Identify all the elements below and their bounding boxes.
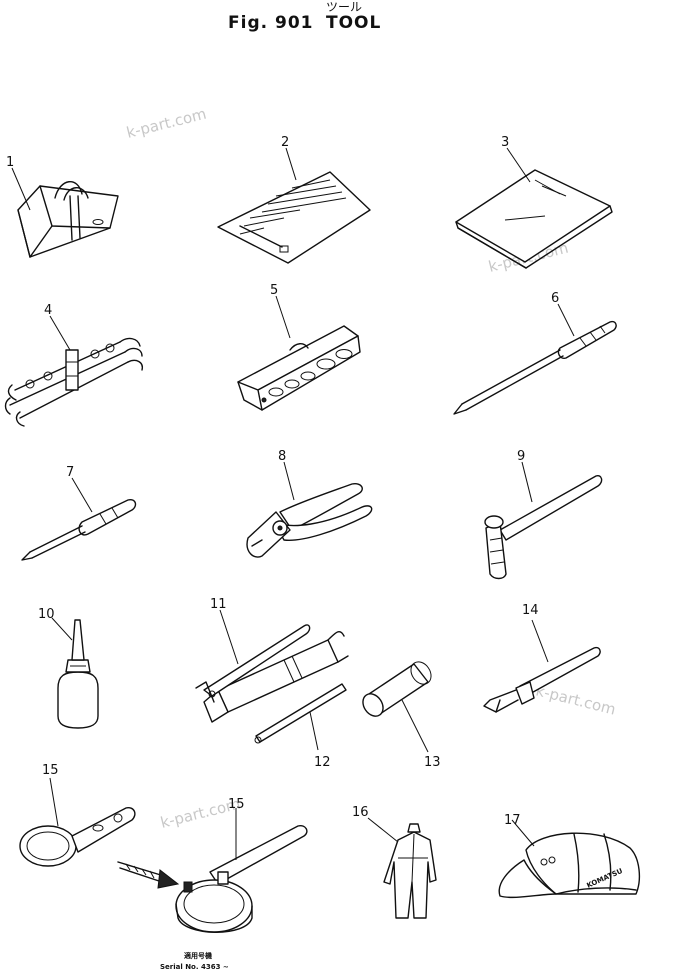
filter-wrench-icon — [19, 806, 136, 867]
leader-6 — [557, 303, 575, 337]
part-number-17: 17 — [504, 813, 521, 828]
part-number-9: 9 — [517, 449, 525, 464]
leader-11 — [219, 609, 239, 665]
leader-17 — [511, 819, 535, 847]
watermark-3: k-part.com — [534, 681, 618, 718]
title-kana: ツール — [326, 0, 362, 14]
leader-12 — [309, 711, 319, 751]
leader-14 — [531, 619, 549, 663]
pry-bar-icon — [483, 646, 601, 713]
leader-1 — [11, 167, 31, 211]
hammer-icon — [484, 474, 603, 580]
coverall-icon — [383, 823, 437, 919]
watermark-1: k-part.com — [125, 105, 209, 142]
long-screwdriver-icon — [453, 320, 617, 415]
extension-rod-icon — [254, 683, 347, 744]
oil-can-icon — [57, 619, 99, 729]
part-number-6: 6 — [551, 291, 559, 306]
part-number-5: 5 — [270, 283, 278, 298]
leader-7 — [71, 477, 93, 513]
document-sheet-icon — [217, 171, 371, 264]
part-number-13: 13 — [424, 755, 441, 770]
tube-icon — [362, 661, 432, 717]
leader-15a — [49, 777, 59, 827]
manual-book-icon — [455, 169, 613, 269]
part-number-8: 8 — [278, 449, 286, 464]
leader-8 — [283, 461, 295, 501]
part-number-11: 11 — [210, 597, 227, 612]
pliers-icon — [246, 482, 373, 558]
leader-3 — [506, 147, 531, 183]
tool-bag-icon — [17, 181, 119, 258]
part-number-2: 2 — [281, 135, 289, 150]
cap-icon: KOMATSU — [498, 832, 641, 899]
part-number-15a: 15 — [42, 763, 59, 778]
wrench-set-icon — [4, 337, 143, 427]
part-number-14: 14 — [522, 603, 539, 618]
page-title: TOOL — [326, 13, 381, 33]
part-number-16: 16 — [352, 805, 369, 820]
applicable-serial-label: 適用号機 — [184, 951, 212, 960]
part-number-12: 12 — [314, 755, 331, 770]
part-number-7: 7 — [66, 465, 74, 480]
arrow-icon — [117, 861, 180, 889]
filter-wrench-band-icon — [175, 824, 308, 933]
serial-number-note: Serial No. 4363 ~ — [160, 963, 229, 971]
part-number-3: 3 — [501, 135, 509, 150]
part-number-15b: 15 — [228, 797, 245, 812]
grease-gun-icon — [195, 624, 349, 723]
leader-13 — [401, 699, 429, 753]
fig-label: Fig. 901 — [228, 13, 313, 33]
part-number-4: 4 — [44, 303, 52, 318]
part-number-1: 1 — [6, 155, 14, 170]
leader-9 — [521, 461, 533, 503]
screwdriver-icon — [21, 498, 137, 561]
leader-4 — [49, 315, 71, 351]
leader-5 — [275, 295, 291, 339]
part-number-10: 10 — [38, 607, 55, 622]
leader-16 — [367, 817, 399, 843]
leader-10 — [51, 617, 73, 641]
socket-set-case-icon — [237, 325, 361, 411]
leader-2 — [285, 147, 297, 181]
